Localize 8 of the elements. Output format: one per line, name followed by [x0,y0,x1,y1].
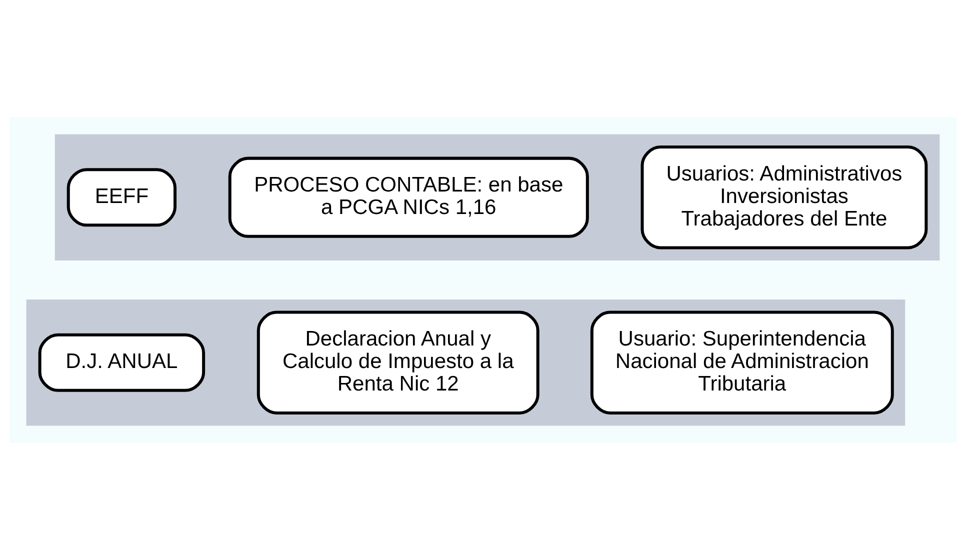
node-box: Usuarios: Administrativos Inversionistas Trabajadores del Ente [640,146,928,250]
node-box: PROCESO CONTABLE: en base a PCGA NICs 1,16 [228,156,589,238]
cluster [54,134,940,260]
cluster [26,300,906,426]
node-box: Declaracion Anual y Calculo de Impuesto a la Renta Nic 12 [256,310,540,414]
node-box: D.J. ANUAL [38,333,206,392]
node-box: Usuario: Superintendencia Nacional de Administracion Tributaria [590,310,894,414]
node-box: EEFF [66,168,177,227]
